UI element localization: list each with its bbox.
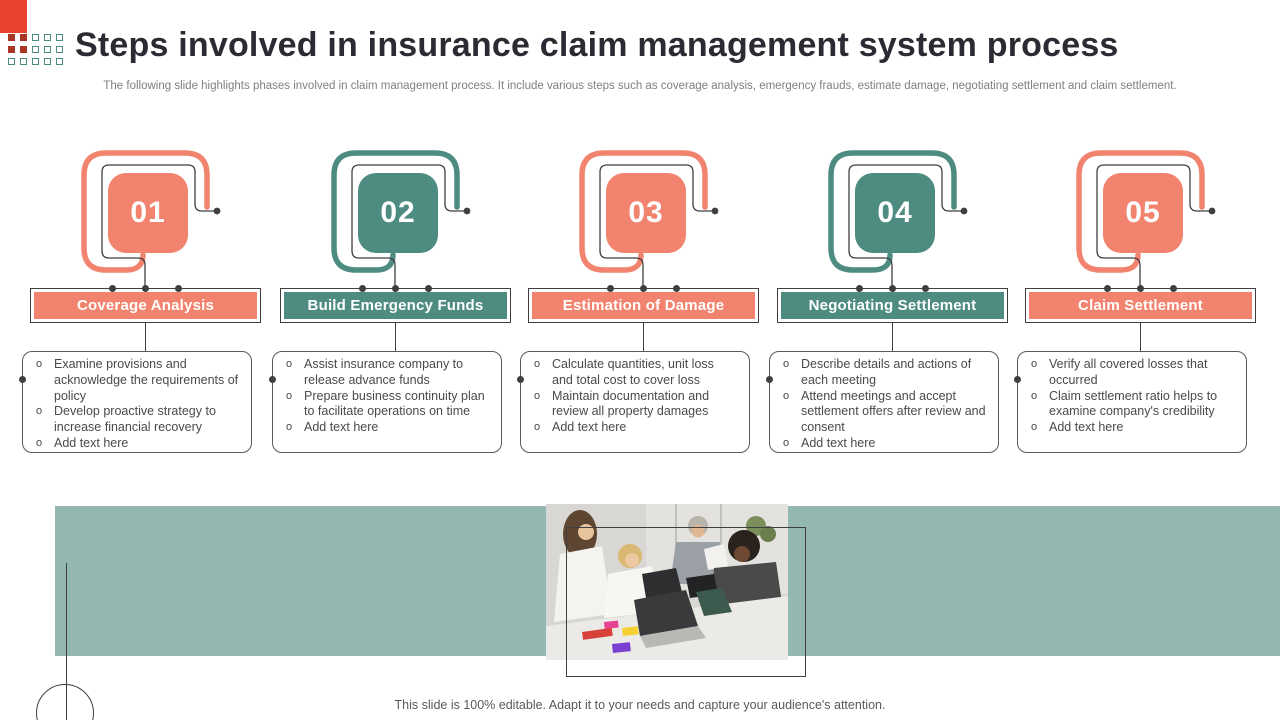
step-title: Build Emergency Funds xyxy=(307,297,484,314)
connector-dot xyxy=(1170,285,1177,292)
connector-dot xyxy=(673,285,680,292)
bullet-item: Prepare business continuity plan to faci… xyxy=(286,389,489,421)
connector-dot xyxy=(1137,285,1144,292)
connector-dot xyxy=(856,285,863,292)
editable-note: This slide is 100% editable. Adapt it to… xyxy=(394,698,886,712)
connector-dot xyxy=(142,285,149,292)
corner-accent-square xyxy=(0,0,27,33)
bullet-item: Assist insurance company to release adva… xyxy=(286,357,489,389)
bullet-list: Verify all covered losses that occurred … xyxy=(1018,357,1246,436)
step-description-box: Examine provisions and acknowledge the r… xyxy=(19,351,252,453)
step-description-box: Assist insurance company to release adva… xyxy=(269,351,502,453)
connector-dot xyxy=(359,285,366,292)
step-loop-ornament xyxy=(579,150,719,288)
step-title-banner: Claim Settlement xyxy=(1025,285,1256,323)
step-number-tile: 01 xyxy=(108,173,188,253)
banner-box-connector xyxy=(395,323,397,351)
bullet-list: Examine provisions and acknowledge the r… xyxy=(23,357,251,452)
vertical-line-decor xyxy=(66,563,68,720)
step-loop-ornament xyxy=(81,150,221,288)
connector-dot xyxy=(607,285,614,292)
bullet-item: Add text here xyxy=(286,420,489,436)
connector-dot xyxy=(640,285,647,292)
bullet-item: Add text here xyxy=(783,436,986,452)
step-description-box: Verify all covered losses that occurred … xyxy=(1014,351,1247,453)
bullet-item: Attend meetings and accept settlement of… xyxy=(783,389,986,436)
slide-title: Steps involved in insurance claim manage… xyxy=(75,26,1119,64)
step-loop-ornament xyxy=(1076,150,1216,288)
step-title: Estimation of Damage xyxy=(562,297,725,314)
step-title-banner: Estimation of Damage xyxy=(528,285,759,323)
banner-box-connector xyxy=(145,323,147,351)
step-title: Claim Settlement xyxy=(1078,297,1203,314)
bullet-item: Examine provisions and acknowledge the r… xyxy=(36,357,239,404)
step-title-banner: Build Emergency Funds xyxy=(280,285,511,323)
slide-subtitle: The following slide highlights phases in… xyxy=(103,80,1177,92)
connector-dot xyxy=(392,285,399,292)
step-number-tile: 04 xyxy=(855,173,935,253)
connector-dot xyxy=(19,376,26,383)
photo-outline-frame xyxy=(566,527,806,677)
step-title: Coverage Analysis xyxy=(76,297,215,314)
bullet-list: Calculate quantities, unit loss and tota… xyxy=(521,357,749,436)
banner-box-connector xyxy=(892,323,894,351)
step-number-tile: 05 xyxy=(1103,173,1183,253)
step-title-banner: Coverage Analysis xyxy=(30,285,261,323)
dotted-square-grid-decor xyxy=(8,34,74,68)
connector-dot xyxy=(175,285,182,292)
connector-dot xyxy=(922,285,929,292)
connector-dot xyxy=(889,285,896,292)
connector-dot xyxy=(425,285,432,292)
bullet-item: Develop proactive strategy to increase f… xyxy=(36,404,239,436)
step-title-banner: Negotiating Settlement xyxy=(777,285,1008,323)
banner-box-connector xyxy=(1140,323,1142,351)
bullet-item: Maintain documentation and review all pr… xyxy=(534,389,737,421)
step-number-tile: 02 xyxy=(358,173,438,253)
connector-dot xyxy=(766,376,773,383)
bullet-item: Add text here xyxy=(1031,420,1234,436)
step-description-box: Calculate quantities, unit loss and tota… xyxy=(517,351,750,453)
connector-dot xyxy=(1014,376,1021,383)
connector-dot xyxy=(269,376,276,383)
step-loop-ornament xyxy=(828,150,968,288)
bullet-item: Calculate quantities, unit loss and tota… xyxy=(534,357,737,389)
bullet-item: Claim settlement ratio helps to examine … xyxy=(1031,389,1234,421)
step-loop-ornament xyxy=(331,150,471,288)
connector-dot xyxy=(1104,285,1111,292)
bullet-list: Describe details and actions of each mee… xyxy=(770,357,998,452)
bullet-item: Add text here xyxy=(36,436,239,452)
step-number-tile: 03 xyxy=(606,173,686,253)
bullet-item: Describe details and actions of each mee… xyxy=(783,357,986,389)
bullet-item: Add text here xyxy=(534,420,737,436)
banner-box-connector xyxy=(643,323,645,351)
step-description-box: Describe details and actions of each mee… xyxy=(766,351,999,453)
step-title: Negotiating Settlement xyxy=(808,297,977,314)
bullet-item: Verify all covered losses that occurred xyxy=(1031,357,1234,389)
connector-dot xyxy=(109,285,116,292)
connector-dot xyxy=(517,376,524,383)
office-team-photo xyxy=(546,504,788,660)
bullet-list: Assist insurance company to release adva… xyxy=(273,357,501,436)
